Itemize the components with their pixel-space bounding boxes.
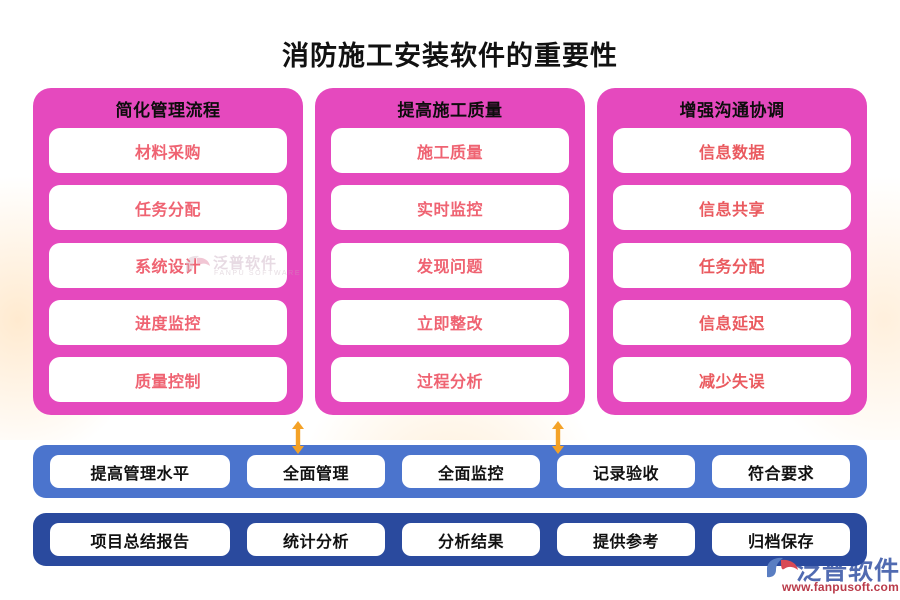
col1-item-1[interactable]: 任务分配	[49, 185, 287, 231]
bar1-item-1[interactable]: 全面管理	[247, 455, 385, 488]
column-enhance-communication: 增强沟通协调 信息数据 信息共享 任务分配 信息延迟 减少失误	[597, 88, 867, 415]
bar2-item-2[interactable]: 分析结果	[402, 523, 540, 556]
col1-item-2[interactable]: 系统设计	[49, 242, 287, 288]
col2-item-2[interactable]: 发现问题	[331, 242, 569, 288]
col1-item-0[interactable]: 材料采购	[49, 128, 287, 173]
column-improve-quality: 提高施工质量 施工质量 实时监控 发现问题 立即整改 过程分析	[315, 88, 585, 415]
double-arrow-vertical-icon	[551, 421, 565, 454]
column-items: 施工质量 实时监控 发现问题 立即整改 过程分析	[331, 128, 569, 402]
bar1-item-3[interactable]: 记录验收	[557, 455, 695, 488]
bar2-item-0[interactable]: 项目总结报告	[50, 523, 230, 556]
watermark-corner-url: www.fanpusoft.com	[782, 580, 899, 594]
column-title: 增强沟通协调	[679, 101, 785, 120]
col3-item-1[interactable]: 信息共享	[613, 185, 851, 231]
bar2-item-3[interactable]: 提供参考	[557, 523, 695, 556]
bar1-item-4[interactable]: 符合要求	[712, 455, 850, 488]
column-items: 材料采购 任务分配 系统设计 进度监控 质量控制	[49, 128, 287, 402]
double-arrow-vertical-icon	[291, 421, 305, 454]
bar1-item-2[interactable]: 全面监控	[402, 455, 540, 488]
column-items: 信息数据 信息共享 任务分配 信息延迟 减少失误	[613, 128, 851, 402]
col1-item-3[interactable]: 进度监控	[49, 299, 287, 345]
col2-item-3[interactable]: 立即整改	[331, 299, 569, 345]
col3-item-3[interactable]: 信息延迟	[613, 299, 851, 345]
bar2-item-4[interactable]: 归档保存	[712, 523, 850, 556]
column-title: 简化管理流程	[115, 101, 221, 120]
page-title: 消防施工安装软件的重要性	[282, 41, 618, 71]
bar2-item-1[interactable]: 统计分析	[247, 523, 385, 556]
bar-management: 提高管理水平 全面管理 全面监控 记录验收 符合要求	[33, 445, 867, 498]
col2-item-0[interactable]: 施工质量	[331, 128, 569, 173]
pink-columns-group: 简化管理流程 材料采购 任务分配 系统设计 进度监控 质量控制 提高施工质量 施…	[33, 88, 867, 415]
bar1-item-0[interactable]: 提高管理水平	[50, 455, 230, 488]
col2-item-4[interactable]: 过程分析	[331, 357, 569, 402]
col1-item-4[interactable]: 质量控制	[49, 357, 287, 402]
column-simplify-management: 简化管理流程 材料采购 任务分配 系统设计 进度监控 质量控制	[33, 88, 303, 415]
col3-item-0[interactable]: 信息数据	[613, 128, 851, 173]
col2-item-1[interactable]: 实时监控	[331, 185, 569, 231]
col3-item-4[interactable]: 减少失误	[613, 357, 851, 402]
col3-item-2[interactable]: 任务分配	[613, 242, 851, 288]
bar-report: 项目总结报告 统计分析 分析结果 提供参考 归档保存	[33, 513, 867, 566]
column-title: 提高施工质量	[397, 101, 503, 120]
